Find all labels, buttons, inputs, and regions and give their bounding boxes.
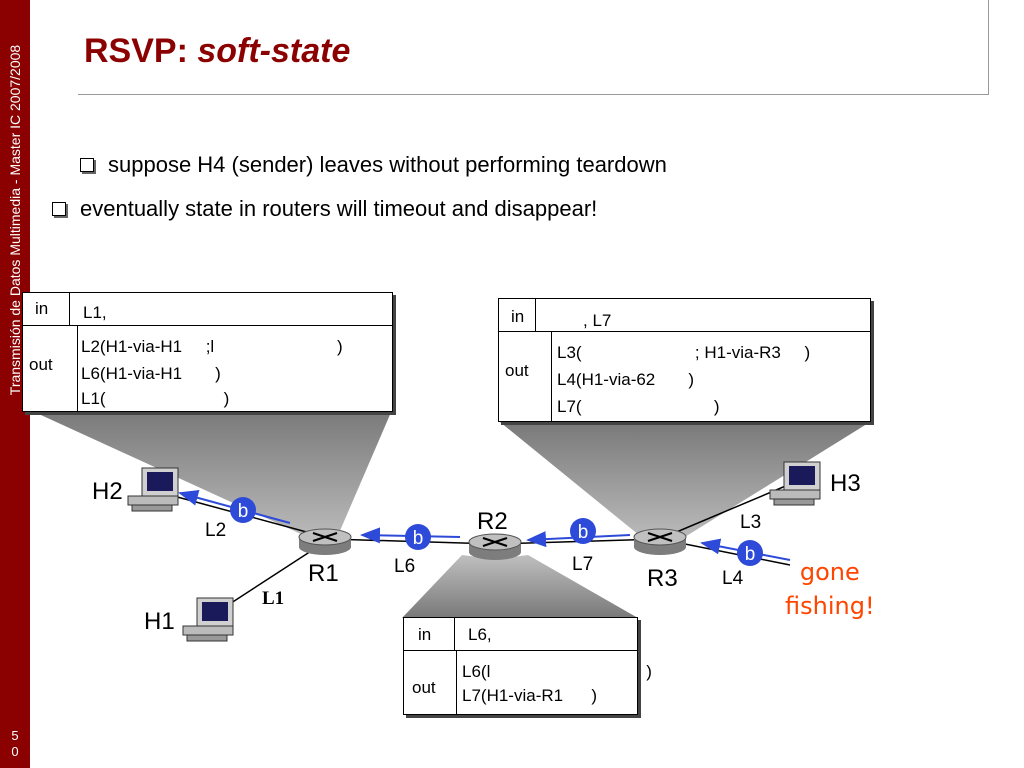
r2-state-table: in L6, out L6(l ) L7(H1-via-R1 ) [403,617,652,715]
host-h1-label: H1 [144,608,175,635]
bullet-1: suppose H4 (sender) leaves without perfo… [80,152,667,178]
r2-out-label: out [412,678,436,697]
r2-out-row-2: L7(H1-via-R1 ) [462,686,598,705]
r2-zoom-cone [402,555,638,618]
annotation-line-1: gone [799,558,860,586]
message-circle-l6 [405,524,431,550]
message-circle-l2 [230,497,256,523]
message-circle-l4 [737,540,763,566]
router-r2-icon [468,533,522,560]
r3-in-value: , L7 [583,311,612,330]
router-r1-label: R1 [308,560,339,587]
message-label-l7: b [578,522,589,543]
title-main: RSVP: [84,32,198,70]
message-label-l6: b [413,528,424,549]
link-l3-label: L3 [740,512,762,533]
checkbox-bullet-icon [80,158,94,172]
router-r3-icon [633,528,687,555]
r1-state-table: in L1, out L2(H1-via-H1 ;l ) L6(H1-via-H… [22,292,393,412]
router-r1-icon [298,528,352,555]
r3-out-row-1: L3( ; H1-via-R3 ) [557,343,811,362]
slide-title: RSVP: soft-state [84,32,350,71]
message-label-l2: b [238,501,249,522]
r3-out-label: out [505,361,529,380]
r2-in-label: in [418,625,432,644]
link-l7-label: L7 [572,554,594,575]
annotation-line-2: fishing! [785,592,875,620]
r1-out-label: out [29,355,53,374]
r2-in-value: L6, [468,625,492,644]
page-number-digit: 5 [11,728,19,743]
link-l4-label: L4 [722,568,744,589]
checkbox-bullet-icon [52,202,66,216]
r3-in-label: in [511,307,525,326]
router-r2-label: R2 [477,508,508,535]
message-label-l4: b [745,544,756,565]
title-frame [78,0,989,95]
host-h2-label: H2 [92,478,123,505]
page-number-digit: 0 [11,744,19,759]
gone-fishing-annotation: gone fishing! [785,555,875,623]
bullet-1-text: suppose H4 (sender) leaves without perfo… [108,152,667,177]
host-h1-computer-icon [182,597,234,642]
r1-out-row-3: L1( ) [81,389,230,408]
r1-out-row-1: L2(H1-via-H1 ;l ) [81,337,343,356]
r1-out-row-2: L6(H1-via-H1 ) [81,364,221,383]
link-l1-label: L1 [262,588,285,609]
r1-in-value: L1, [83,303,107,322]
r1-in-label: in [35,299,49,318]
r3-zoom-cone [500,422,870,546]
host-h3-computer-icon [769,461,821,506]
host-h3-label: H3 [830,470,861,497]
r3-out-row-3: L7( ) [557,397,720,416]
r2-out-row-1: L6(l ) [462,662,652,681]
title-italic: soft-state [197,32,351,70]
r3-out-row-2: L4(H1-via-62 ) [557,370,694,389]
message-circle-l7 [570,518,596,544]
bullet-2: eventually state in routers will timeout… [52,196,597,222]
host-h2-computer-icon [127,467,179,512]
r1-zoom-cone [30,410,392,548]
link-l6-label: L6 [394,556,416,577]
router-r3-label: R3 [647,565,678,592]
bullet-2-text: eventually state in routers will timeout… [80,196,598,221]
link-l2-label: L2 [205,520,227,541]
r3-state-table: in , L7 out L3( ; H1-via-R3 ) L4(H1-via-… [498,298,871,422]
